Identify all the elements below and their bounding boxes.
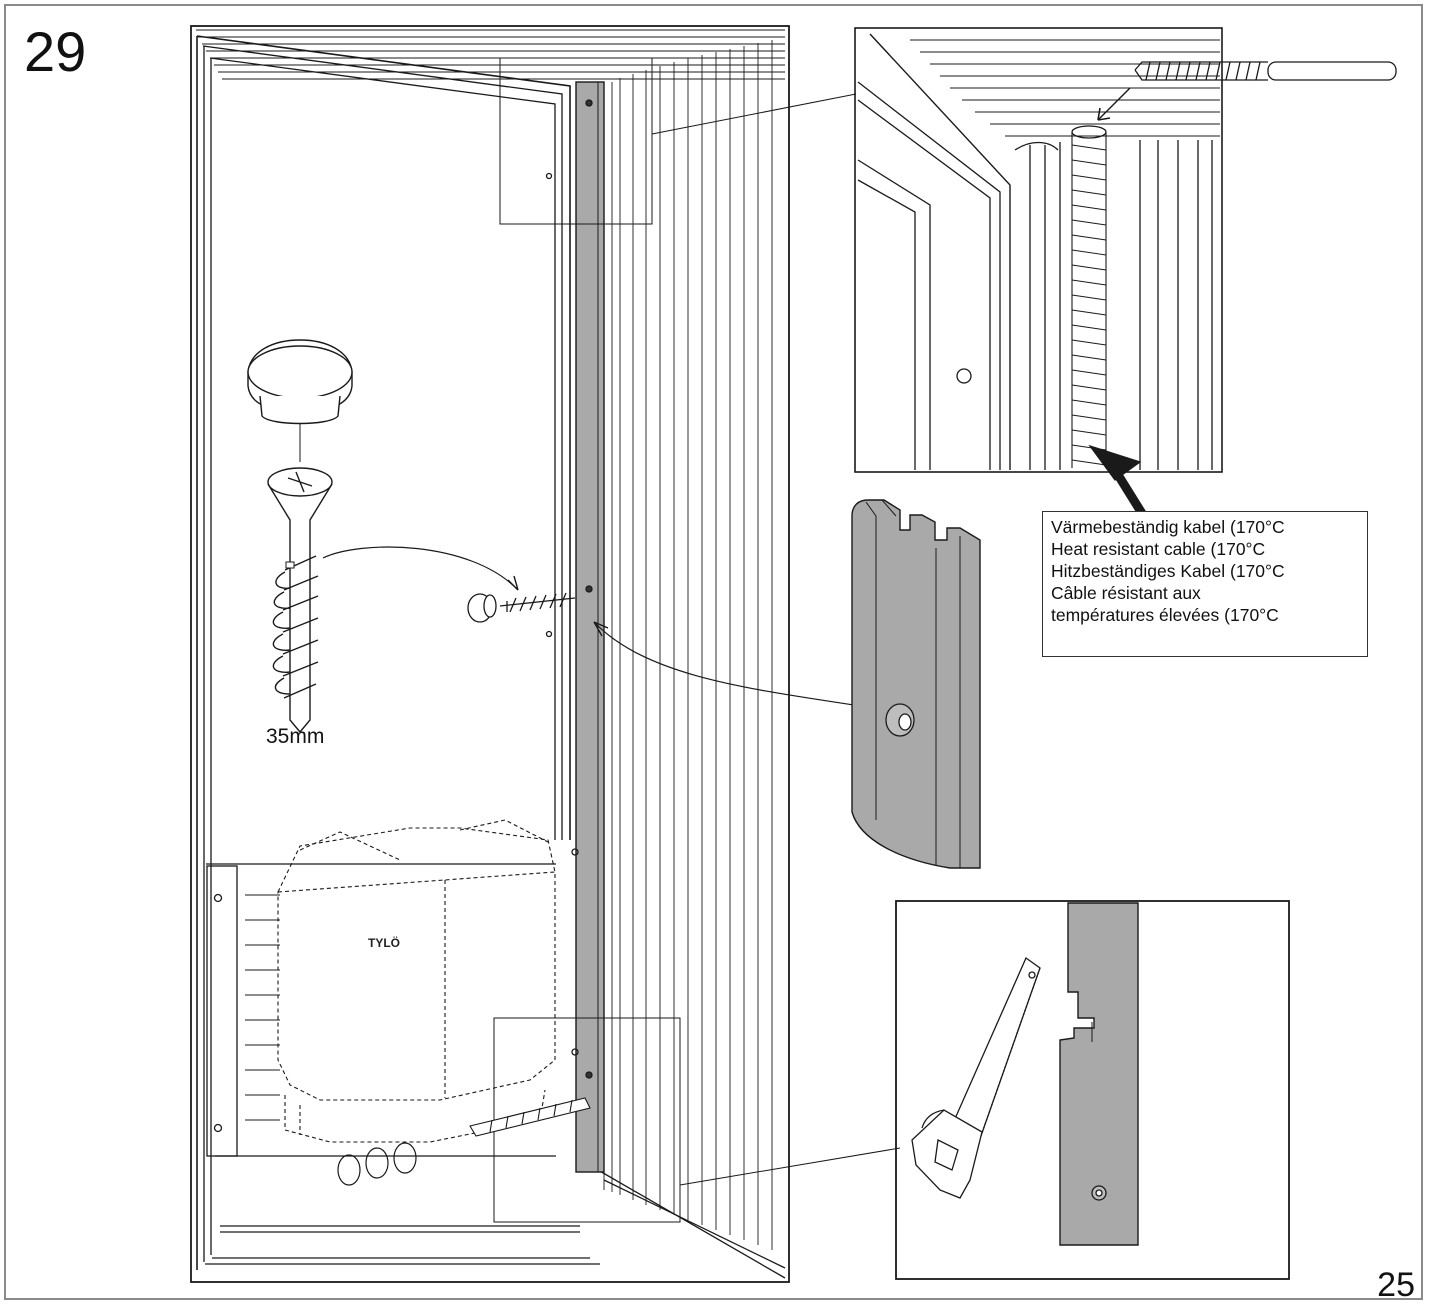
cable-note-line-fr-1: Câble résistant aux	[1051, 583, 1201, 603]
plug-cap-small-icon	[467, 592, 576, 623]
heater-icon	[277, 819, 556, 1143]
ceiling-slats	[196, 29, 785, 80]
page-number: 25	[1377, 1266, 1415, 1304]
cable-note-line-de: Hitzbeständiges Kabel (170°C	[1051, 561, 1285, 581]
cable-note-line-fr-2: températures élevées (170°C	[1051, 605, 1279, 625]
heater-brand: TYLÖ	[368, 935, 400, 950]
drill-bit-icon	[1134, 61, 1397, 81]
instruction-page	[4, 4, 1423, 1300]
heater-feet	[337, 1142, 417, 1186]
saw-icon	[911, 957, 1041, 1199]
profile-piece	[851, 499, 981, 869]
lower-panel	[206, 863, 556, 1157]
step-number: 29	[24, 20, 87, 83]
wall-boards	[603, 40, 773, 1250]
detail-top	[854, 27, 1397, 518]
cable-note-line-sv: Värmebeständig kabel (170°C	[1051, 517, 1285, 537]
cable-note-line-en: Heat resistant cable (170°C	[1051, 539, 1266, 559]
cable-conduit-icon	[469, 1097, 591, 1137]
screw-length-label: 35mm	[266, 725, 325, 748]
main-scene: TYLÖ	[190, 25, 901, 1283]
detail-bottom	[895, 900, 1290, 1280]
cable-note: Värmebeständig kabel (170°C Heat resista…	[1042, 511, 1368, 657]
screw-icon	[247, 339, 353, 734]
